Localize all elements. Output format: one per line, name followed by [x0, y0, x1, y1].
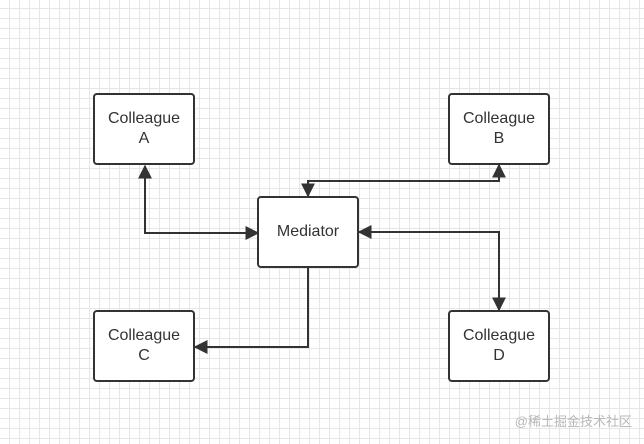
colleague-d-label: Colleague — [462, 327, 536, 344]
colleague-b-letter: B — [493, 130, 505, 147]
colleague-a-box[interactable]: Colleague A — [93, 93, 195, 165]
watermark: @稀土掘金技术社区 — [514, 414, 632, 429]
colleague-b-label: Colleague — [462, 110, 536, 127]
connector-mediator-a — [138, 164, 260, 240]
colleague-c-box[interactable]: Colleague C — [93, 310, 195, 382]
colleague-b-box[interactable]: Colleague B — [448, 93, 550, 165]
colleague-a-letter: A — [138, 130, 150, 147]
mediator-label: Mediator — [276, 223, 340, 240]
colleague-d-letter: D — [493, 347, 505, 364]
colleague-d-box[interactable]: Colleague D — [448, 310, 550, 382]
colleague-c-letter: C — [138, 347, 150, 364]
connector-mediator-b — [301, 163, 506, 198]
colleague-c-label: Colleague — [107, 327, 181, 344]
mediator-box[interactable]: Mediator — [257, 196, 359, 268]
connector-mediator-c — [193, 268, 309, 354]
colleague-a-label: Colleague — [107, 110, 181, 127]
connector-mediator-d — [357, 225, 506, 312]
